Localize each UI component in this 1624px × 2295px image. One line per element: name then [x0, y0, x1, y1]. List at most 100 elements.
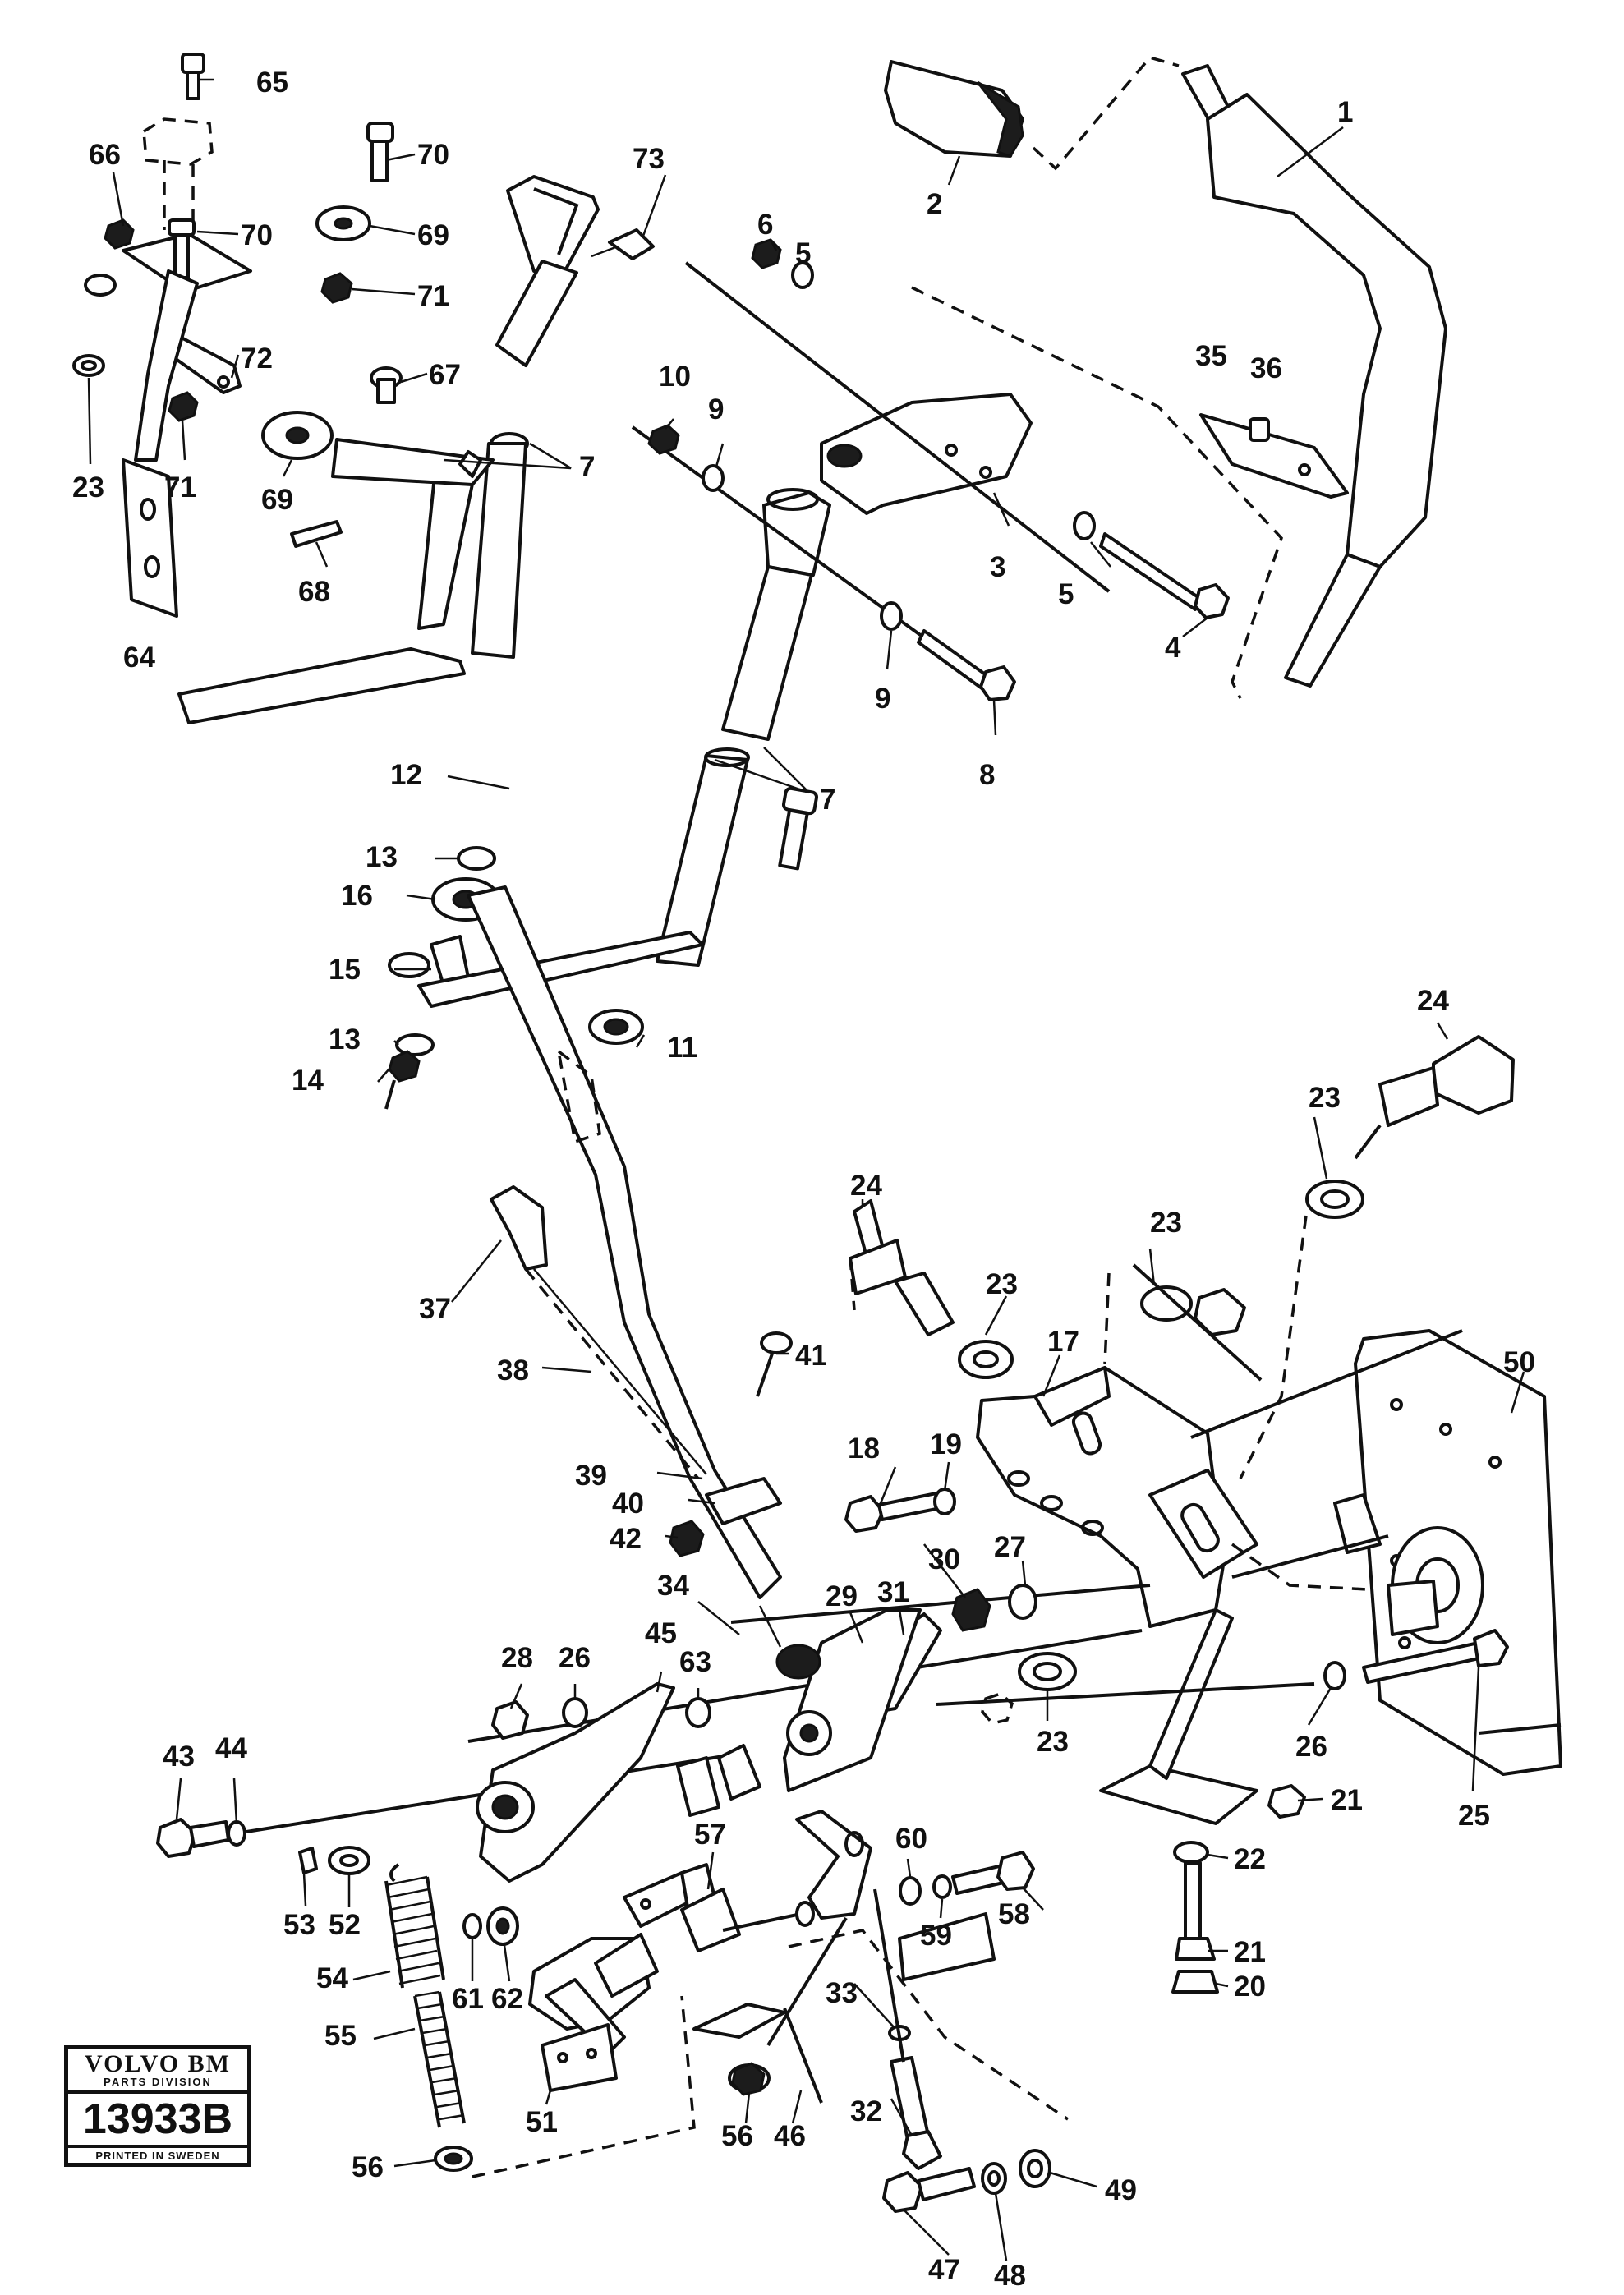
callout-54: 54 [316, 1962, 348, 1994]
bolt-47-set [882, 2149, 1051, 2213]
callout-34: 34 [657, 1570, 689, 1602]
callout-73: 73 [633, 143, 665, 175]
callout-7: 7 [579, 451, 595, 483]
callout-2: 2 [927, 188, 942, 220]
callout-30: 30 [928, 1543, 960, 1575]
callout-13: 13 [329, 1023, 361, 1056]
callout-7: 7 [820, 784, 835, 816]
callout-70: 70 [417, 139, 449, 171]
leader-lines [87, 78, 1525, 2261]
linkage-assembly [156, 1584, 1151, 1858]
callout-64: 64 [123, 642, 155, 674]
badge-brand: VOLVO BM [85, 2050, 231, 2077]
callout-56: 56 [352, 2151, 384, 2183]
callout-8: 8 [979, 759, 995, 791]
bolt-20-set [1171, 1784, 1306, 1994]
callout-25: 25 [1458, 1800, 1490, 1832]
callout-71: 71 [417, 280, 449, 312]
callout-68: 68 [298, 576, 330, 608]
callout-4: 4 [1165, 632, 1181, 664]
bracket-17 [976, 1263, 1447, 1825]
badge-code: 13933B [68, 2094, 247, 2148]
callout-66: 66 [89, 139, 121, 171]
callout-9: 9 [708, 393, 724, 425]
callout-65: 65 [256, 67, 288, 99]
callout-53: 53 [283, 1909, 315, 1941]
volvo-bm-parts-badge: VOLVO BM PARTS DIVISION 13933B PRINTED I… [64, 2045, 251, 2167]
bolt-18-set [844, 1488, 956, 1533]
callout-19: 19 [930, 1428, 962, 1460]
callout-18: 18 [848, 1433, 880, 1465]
callout-58: 58 [998, 1898, 1030, 1930]
callout-24: 24 [1417, 985, 1449, 1017]
callout-26: 26 [1295, 1731, 1327, 1763]
callout-31: 31 [877, 1576, 909, 1608]
callout-14: 14 [292, 1065, 324, 1097]
callout-11: 11 [667, 1032, 697, 1064]
callout-67: 67 [429, 359, 461, 391]
gear-lever-assembly [884, 56, 1447, 699]
callout-69: 69 [261, 484, 293, 516]
callout-numbers: 65 66 70 70 69 71 73 72 67 23 71 69 7 68… [72, 67, 1535, 2292]
callout-56: 56 [721, 2120, 753, 2152]
callout-29: 29 [826, 1580, 858, 1612]
callout-59: 59 [920, 1920, 952, 1952]
callout-47: 47 [928, 2254, 960, 2286]
badge-printed: PRINTED IN SWEDEN [95, 2150, 220, 2162]
bracket-assembly-topleft [72, 53, 252, 618]
callout-13: 13 [366, 841, 398, 873]
callout-71: 71 [164, 471, 196, 504]
pedal-assembly-left [177, 175, 655, 724]
callout-16: 16 [341, 880, 373, 912]
callout-57: 57 [694, 1819, 726, 1851]
bracket-46-set [766, 1810, 1035, 2170]
callout-44: 44 [215, 1732, 247, 1764]
callout-26: 26 [559, 1642, 591, 1674]
callout-63: 63 [679, 1646, 711, 1678]
callout-28: 28 [501, 1642, 533, 1674]
bolt-washer-nut-set-upper [315, 122, 394, 304]
callout-49: 49 [1105, 2174, 1137, 2206]
callout-72: 72 [241, 343, 273, 375]
badge-division: PARTS DIVISION [68, 2077, 247, 2094]
knob-assembly-24 [849, 1035, 1515, 1479]
callout-21: 21 [1331, 1784, 1363, 1816]
callout-27: 27 [994, 1531, 1026, 1563]
callout-21: 21 [1234, 1936, 1266, 1968]
callout-62: 62 [491, 1983, 523, 2015]
callout-5: 5 [1058, 578, 1074, 610]
callout-9: 9 [875, 683, 890, 715]
callout-23: 23 [72, 471, 104, 504]
clamp-assembly-upper [631, 238, 1230, 967]
callout-1: 1 [1337, 96, 1353, 128]
callout-40: 40 [612, 1488, 644, 1520]
lower-left-bracket [298, 1682, 720, 2092]
callout-51: 51 [526, 2106, 558, 2138]
callout-37: 37 [419, 1293, 451, 1325]
callout-60: 60 [895, 1823, 927, 1855]
callout-42: 42 [610, 1523, 642, 1555]
callout-52: 52 [329, 1909, 361, 1941]
callout-33: 33 [826, 1977, 858, 2009]
callout-24: 24 [850, 1170, 882, 1202]
spring-assembly [384, 1863, 696, 2178]
callout-70: 70 [241, 219, 273, 251]
callout-61: 61 [452, 1983, 484, 2015]
callout-22: 22 [1234, 1843, 1266, 1875]
callout-23: 23 [1150, 1207, 1182, 1239]
callout-32: 32 [850, 2095, 882, 2127]
callout-23: 23 [1309, 1082, 1341, 1114]
lower-centre-parts [680, 1888, 1069, 2121]
callout-39: 39 [575, 1460, 607, 1492]
callout-23: 23 [986, 1268, 1018, 1300]
callout-35: 35 [1195, 340, 1227, 372]
callout-41: 41 [795, 1340, 827, 1372]
cable-assembly [490, 1185, 793, 1557]
callout-5: 5 [795, 237, 811, 269]
pedal-main-bracket [384, 786, 819, 1599]
bolt-25 [936, 1629, 1509, 1706]
callout-23: 23 [1037, 1726, 1069, 1758]
callout-45: 45 [645, 1617, 677, 1649]
callout-48: 48 [994, 2260, 1026, 2292]
